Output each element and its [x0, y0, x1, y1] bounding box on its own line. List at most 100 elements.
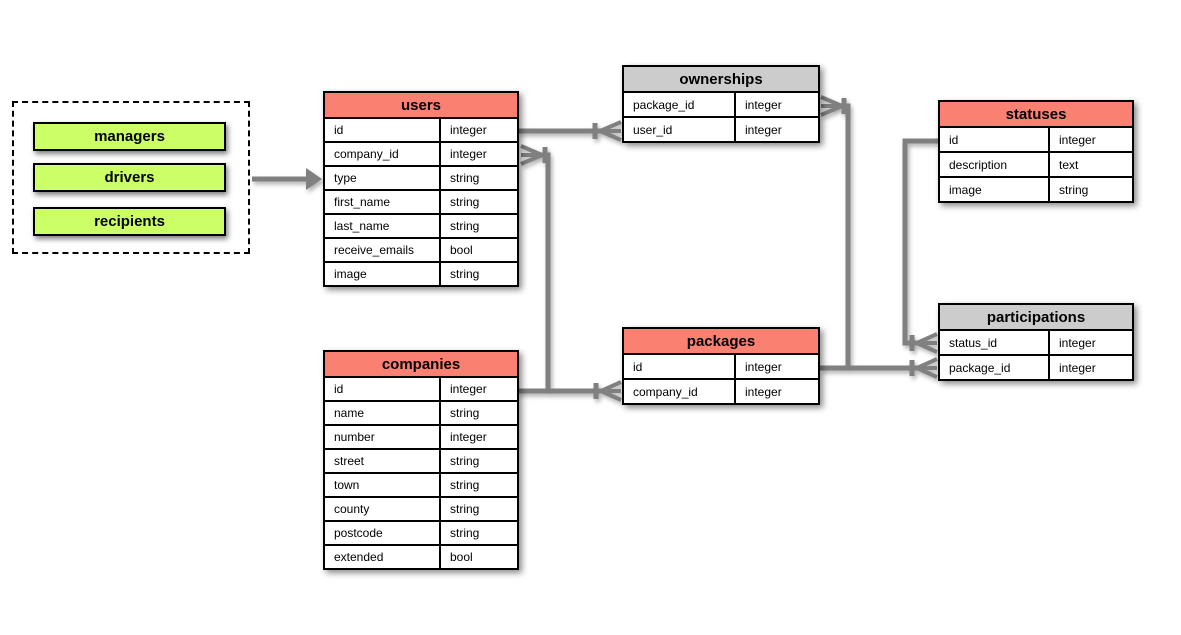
group-to-users-arrow [252, 168, 322, 190]
field-name: postcode [325, 522, 441, 544]
table-statuses-title: statuses [940, 102, 1132, 128]
field-type: integer [1059, 335, 1096, 350]
table-row: receive_emails bool [325, 239, 517, 263]
field-name: company_id [624, 380, 736, 403]
field-name: image [325, 263, 441, 285]
group-item-recipients: recipients [33, 207, 226, 236]
field-name: user_id [624, 118, 736, 141]
table-row: status_id integer [940, 331, 1132, 356]
table-row: extended bool [325, 546, 517, 568]
field-type: integer [745, 97, 782, 112]
field-type: string [1059, 182, 1089, 197]
table-companies-title: companies [325, 352, 517, 378]
field-name: town [325, 474, 441, 496]
table-row: id integer [325, 378, 517, 402]
table-ownerships: ownerships package_id integer user_id in… [622, 65, 820, 143]
table-row: number integer [325, 426, 517, 450]
field-type: integer [745, 359, 782, 374]
field-type: integer [450, 123, 487, 137]
field-type: string [450, 195, 480, 209]
field-name: extended [325, 546, 441, 568]
rel-packages-ownerships [820, 95, 851, 371]
table-row: first_name string [325, 191, 517, 215]
field-type: string [450, 502, 480, 516]
crow-foot-many-icon [599, 120, 622, 142]
field-name: street [325, 450, 441, 472]
crow-foot-many-icon [820, 95, 843, 117]
table-row: last_name string [325, 215, 517, 239]
field-name: first_name [325, 191, 441, 213]
table-row: county string [325, 498, 517, 522]
field-type: string [450, 454, 480, 468]
field-type: integer [1059, 360, 1096, 375]
user-types-group-box: managers drivers recipients [12, 101, 250, 254]
field-name: company_id [325, 143, 441, 165]
field-type: string [450, 406, 480, 420]
table-row: user_id integer [624, 118, 818, 141]
table-row: type string [325, 167, 517, 191]
field-type: string [450, 171, 480, 185]
field-type: string [450, 478, 480, 492]
crow-foot-many-icon [916, 357, 938, 379]
field-type: text [1059, 157, 1079, 172]
table-statuses: statuses id integer description text ima… [938, 100, 1134, 203]
field-type: integer [450, 430, 487, 444]
table-users: users id integer company_id integer type… [323, 91, 519, 287]
rel-companies-users [520, 144, 551, 391]
field-name: county [325, 498, 441, 520]
table-row: postcode string [325, 522, 517, 546]
field-name: number [325, 426, 441, 448]
rel-users-ownerships [517, 120, 622, 142]
field-name: name [325, 402, 441, 424]
field-type: string [450, 267, 480, 281]
table-row: package_id integer [624, 93, 818, 118]
table-row: company_id integer [624, 380, 818, 403]
table-row: image string [325, 263, 517, 285]
field-type: bool [450, 243, 473, 257]
rel-statuses-participations [902, 138, 938, 354]
field-name: id [325, 119, 441, 141]
table-ownerships-title: ownerships [624, 67, 818, 93]
field-type: integer [1059, 132, 1096, 147]
field-type: integer [745, 384, 782, 399]
field-type: string [450, 219, 480, 233]
rel-packages-participations [820, 357, 938, 379]
field-type: integer [450, 147, 487, 161]
field-name: package_id [624, 93, 736, 116]
field-name: last_name [325, 215, 441, 237]
field-type: string [450, 526, 480, 540]
field-type: integer [450, 382, 487, 396]
table-packages: packages id integer company_id integer [622, 327, 820, 405]
crow-foot-many-icon [520, 144, 543, 166]
table-packages-title: packages [624, 329, 818, 355]
field-name: package_id [940, 356, 1050, 379]
table-row: id integer [940, 128, 1132, 153]
field-name: status_id [940, 331, 1050, 354]
rel-companies-packages [517, 380, 622, 402]
table-row: street string [325, 450, 517, 474]
field-type: bool [450, 550, 473, 564]
table-row: description text [940, 153, 1132, 178]
field-type: integer [745, 122, 782, 137]
table-companies: companies id integer name string number … [323, 350, 519, 570]
group-item-drivers: drivers [33, 163, 226, 192]
table-row: company_id integer [325, 143, 517, 167]
table-row: image string [940, 178, 1132, 201]
field-name: id [624, 355, 736, 378]
field-name: id [325, 378, 441, 400]
table-participations: participations status_id integer package… [938, 303, 1134, 381]
table-row: town string [325, 474, 517, 498]
field-name: image [940, 178, 1050, 201]
field-name: description [940, 153, 1050, 176]
table-row: id integer [325, 119, 517, 143]
field-name: receive_emails [325, 239, 441, 261]
table-users-title: users [325, 93, 517, 119]
crow-foot-many-icon [600, 380, 622, 402]
table-row: id integer [624, 355, 818, 380]
field-name: type [325, 167, 441, 189]
group-item-managers: managers [33, 122, 226, 151]
arrowhead-icon [306, 168, 322, 190]
table-row: name string [325, 402, 517, 426]
